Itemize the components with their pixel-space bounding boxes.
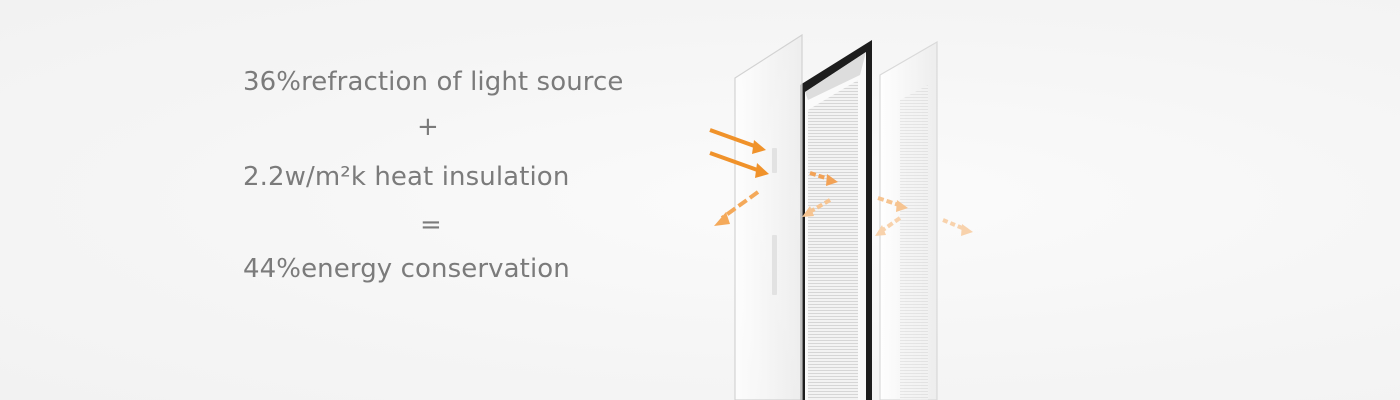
reflected-light-arrow-icon: [714, 190, 760, 226]
glass-window-illustration: [709, 33, 973, 400]
front-glass-pane: [734, 33, 803, 400]
energy-conservation-text: 44%energy conservation: [243, 254, 570, 284]
rear-glass-pane: [879, 40, 938, 400]
outgoing-light-arrows-icon: [875, 196, 973, 236]
middle-pane-with-blinds: [800, 40, 872, 400]
light-refraction-text: 36%refraction of light source: [243, 67, 624, 97]
incoming-light-arrows-icon: [709, 128, 769, 178]
plus-sign: +: [417, 112, 439, 142]
heat-insulation-text: 2.2w/m²k heat insulation: [243, 162, 570, 192]
equals-sign: =: [420, 210, 442, 240]
transmitted-light-arrows-icon: [802, 171, 838, 217]
